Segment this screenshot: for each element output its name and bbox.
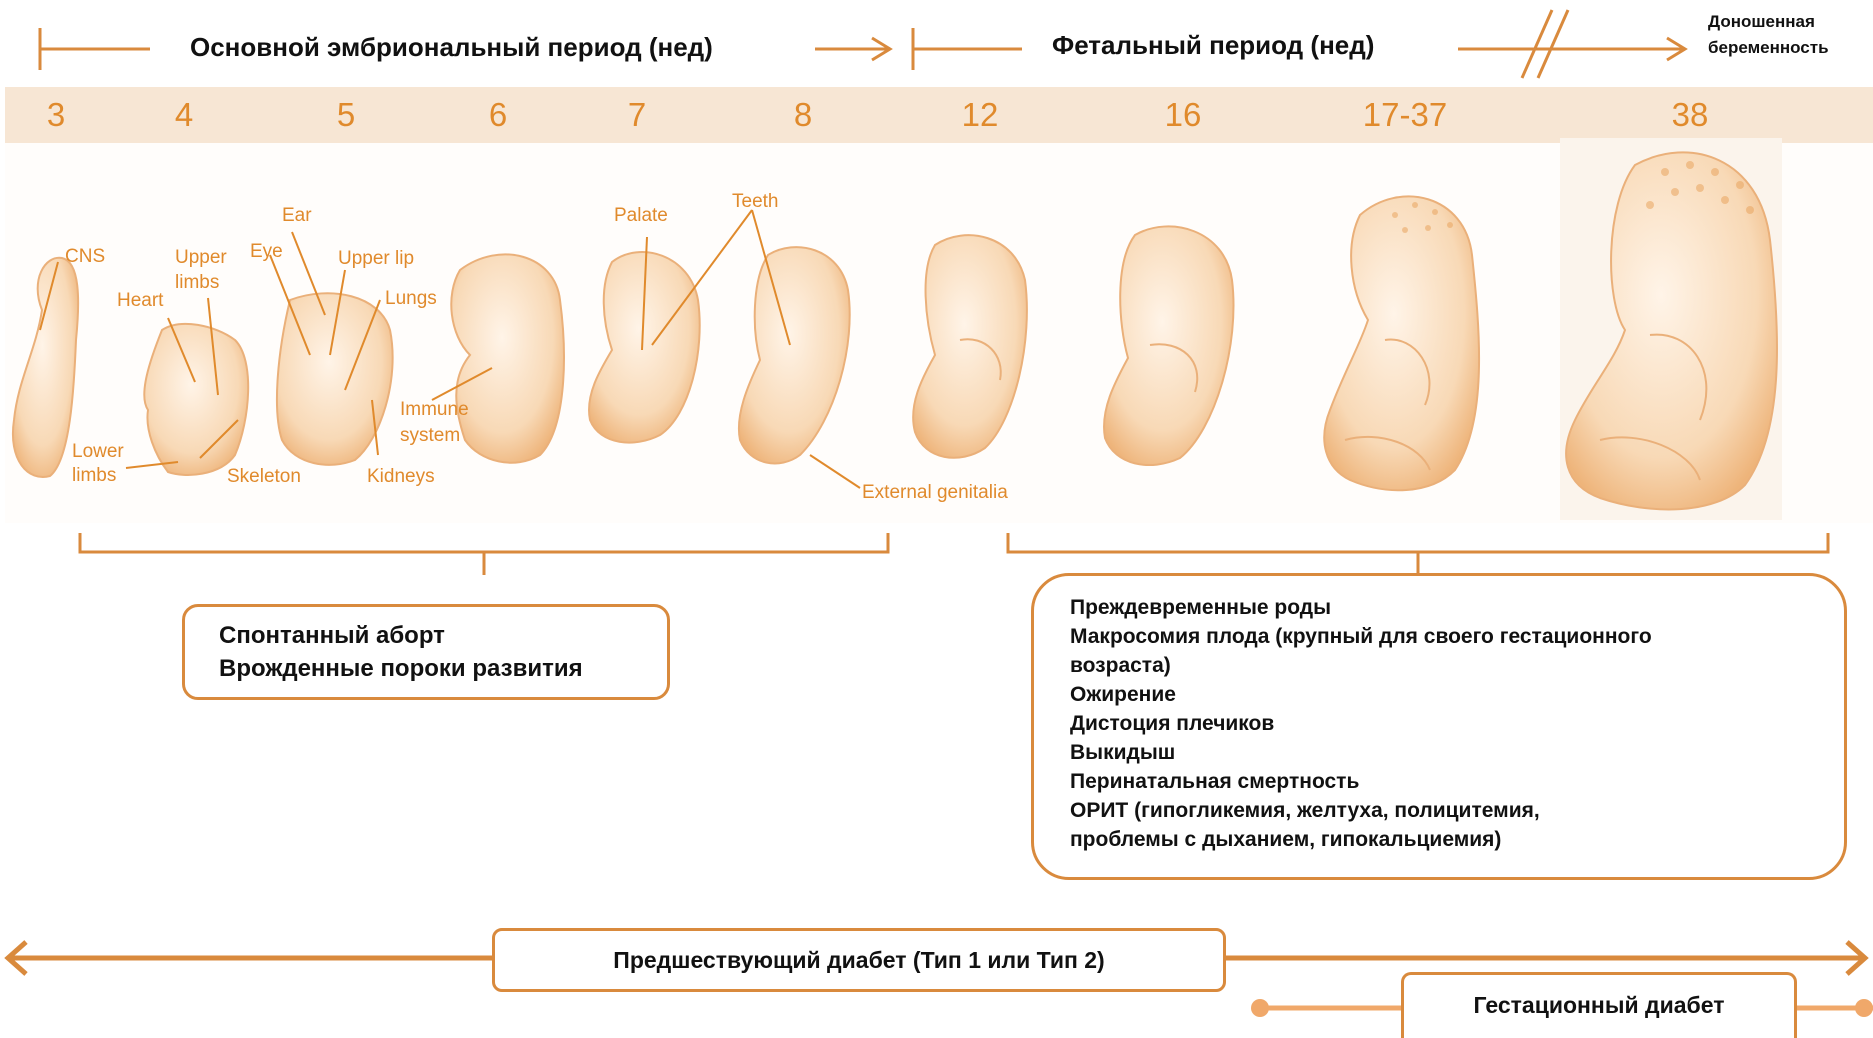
week-label: 4 bbox=[175, 96, 193, 133]
label-lungs: Lungs bbox=[385, 288, 437, 309]
embryonic-brace bbox=[80, 533, 888, 575]
embryonic-risks-box: Спонтанный аборт Врожденные пороки разви… bbox=[182, 604, 670, 700]
label-immune-2: system bbox=[400, 425, 460, 446]
pregestational-diabetes-label: Предшествующий диабет (Тип 1 или Тип 2) bbox=[613, 947, 1104, 973]
timeline-break-icon bbox=[1522, 10, 1568, 78]
fetal-risk-item: Преждевременные роды bbox=[1070, 593, 1844, 622]
fetal-risk-item: Выкидыш bbox=[1070, 738, 1844, 767]
gestational-diabetes-label: Гестационный диабет bbox=[1474, 992, 1725, 1018]
week-label: 3 bbox=[47, 96, 65, 133]
label-heart: Heart bbox=[117, 290, 164, 311]
gestational-end-dot bbox=[1855, 999, 1873, 1017]
week-label: 38 bbox=[1672, 96, 1709, 133]
period-arrows bbox=[40, 28, 1685, 70]
label-teeth: Teeth bbox=[732, 191, 778, 212]
week-band bbox=[5, 87, 1873, 143]
fetal-brace bbox=[1008, 533, 1828, 575]
week-label: 6 bbox=[489, 96, 507, 133]
week-label: 8 bbox=[794, 96, 812, 133]
fetal-risk-item: Ожирение bbox=[1070, 680, 1844, 709]
label-lower-limbs-2: limbs bbox=[72, 465, 116, 486]
label-lower-limbs-1: Lower bbox=[72, 441, 124, 462]
label-ear: Ear bbox=[282, 205, 312, 226]
gestational-diabetes-box: Гестационный диабет bbox=[1401, 972, 1797, 1038]
week-label: 7 bbox=[628, 96, 646, 133]
label-upper-lip: Upper lip bbox=[338, 248, 414, 269]
fetal-risks-box: Преждевременные роды Макросомия плода (к… bbox=[1031, 573, 1847, 880]
pregestational-diabetes-box: Предшествующий диабет (Тип 1 или Тип 2) bbox=[492, 928, 1226, 992]
label-cns: CNS bbox=[65, 246, 105, 267]
fetal-risk-item: возраста) bbox=[1070, 651, 1844, 680]
label-external-genitalia: External genitalia bbox=[862, 482, 1008, 503]
fetal-risk-item: проблемы с дыханием, гипокальциемия) bbox=[1070, 825, 1844, 854]
embryonic-risk-item: Врожденные пороки развития bbox=[219, 652, 667, 685]
label-upper-limbs-2: limbs bbox=[175, 272, 219, 293]
week-label: 17-37 bbox=[1363, 96, 1447, 133]
fetal-risk-item: Перинатальная смертность bbox=[1070, 767, 1844, 796]
fetal-risk-item: Макросомия плода (крупный для своего гес… bbox=[1070, 622, 1844, 651]
label-upper-limbs-1: Upper bbox=[175, 247, 227, 268]
embryo-week-6 bbox=[451, 254, 564, 462]
week-label: 12 bbox=[962, 96, 999, 133]
fetal-risk-item: Дистоция плечиков bbox=[1070, 709, 1844, 738]
embryonic-risk-item: Спонтанный аборт bbox=[219, 619, 667, 652]
gestational-start-dot bbox=[1251, 999, 1269, 1017]
label-immune-1: Immune bbox=[400, 399, 469, 420]
week-label: 16 bbox=[1165, 96, 1202, 133]
embryo-week-4 bbox=[144, 324, 248, 475]
label-kidneys: Kidneys bbox=[367, 466, 435, 487]
label-skeleton: Skeleton bbox=[227, 466, 301, 487]
week-label: 5 bbox=[337, 96, 355, 133]
label-eye: Eye bbox=[250, 241, 283, 262]
fetal-risk-item: ОРИТ (гипогликемия, желтуха, полицитемия… bbox=[1070, 796, 1844, 825]
label-palate: Palate bbox=[614, 205, 668, 226]
